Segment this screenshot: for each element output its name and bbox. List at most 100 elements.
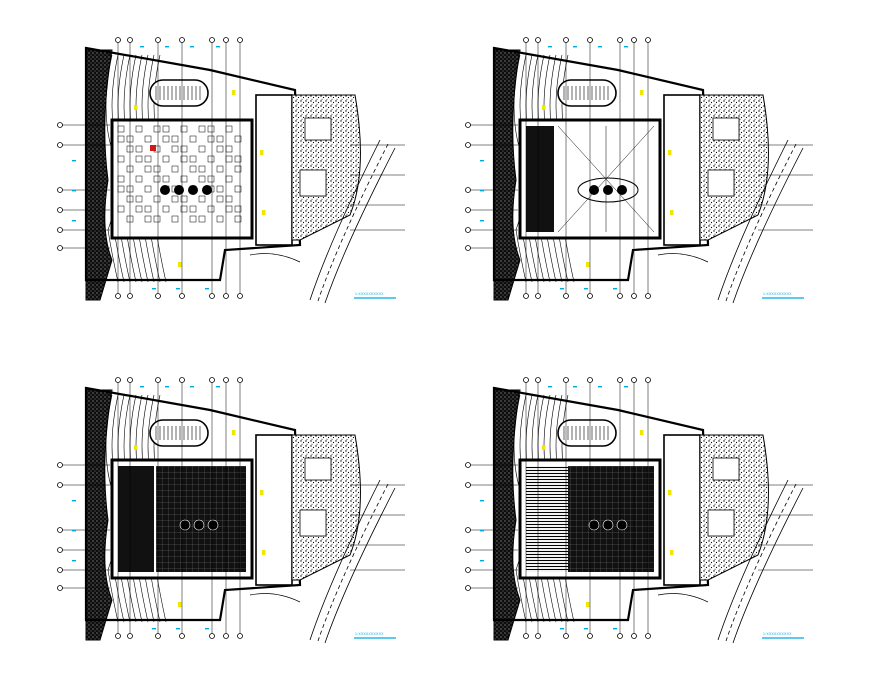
grid-bubble [127, 633, 133, 639]
road [717, 479, 804, 644]
planter [712, 457, 740, 481]
roof-dome [179, 519, 191, 531]
dimension-grid [60, 380, 405, 636]
grid-bubble [57, 462, 63, 468]
grid-bubble [57, 142, 63, 148]
grid-bubble [465, 462, 471, 468]
service-block [118, 466, 154, 572]
stippled-plaza [291, 94, 361, 241]
grid-bubble [631, 293, 637, 299]
terrain-strip [85, 49, 113, 301]
dimension-ticks [480, 46, 628, 290]
grid-bubble [223, 633, 229, 639]
grid-bubble [465, 547, 471, 553]
round-table [188, 185, 198, 195]
round-table [202, 185, 212, 195]
grid-bubble [237, 37, 243, 43]
grid-bubble [523, 633, 529, 639]
parking-loop [149, 79, 209, 107]
grid-bubble [209, 37, 215, 43]
stippled-plaza [291, 434, 361, 581]
interior-furniture [117, 125, 242, 223]
grid-bubble [115, 633, 121, 639]
red-marker [150, 145, 156, 151]
grid-bubble [645, 37, 651, 43]
grid-bubble [155, 633, 161, 639]
grid-bubble [127, 293, 133, 299]
grid-bubble [237, 377, 243, 383]
highlight-marks [542, 90, 674, 267]
round-table [603, 185, 613, 195]
grid-bubble [465, 142, 471, 148]
planter [299, 509, 327, 537]
grid-bubble [57, 527, 63, 533]
site-boundary [492, 46, 710, 282]
planter [707, 509, 735, 537]
parking-stalls [563, 426, 609, 440]
grid-bubble [179, 293, 185, 299]
planter [707, 169, 735, 197]
grid-bubble [617, 293, 623, 299]
round-table [617, 185, 627, 195]
round-table [160, 185, 170, 195]
grid-bubble [465, 207, 471, 213]
dimension-grid [468, 40, 813, 296]
road [309, 479, 396, 644]
dimension-ticks [72, 46, 220, 290]
grid-bubble [57, 187, 63, 193]
terrain-strip [493, 49, 521, 301]
plan-scale-label: 1:XXXXXXXXXX [763, 632, 792, 636]
grid-bubble [179, 377, 185, 383]
grid-bubble [645, 293, 651, 299]
site-plan-4 [465, 377, 813, 644]
grid-bubble [127, 377, 133, 383]
grid-bubble [535, 633, 541, 639]
grid-bubble [179, 633, 185, 639]
grid-bubble [465, 482, 471, 488]
grid-bubble [563, 293, 569, 299]
site-plan-3 [57, 377, 405, 644]
grid-bubble [617, 377, 623, 383]
parking-loop [557, 79, 617, 107]
grid-bubble [57, 122, 63, 128]
round-table [589, 185, 599, 195]
plan-scale-label: 1:XXXXXXXXXX [355, 292, 384, 296]
road [717, 139, 804, 304]
site-plan-1 [57, 37, 405, 304]
highlight-marks [542, 430, 674, 607]
dimension-grid [60, 40, 405, 296]
parking-loop [149, 419, 209, 447]
hall-ellipse [577, 177, 639, 203]
roof-grid [568, 466, 654, 572]
path-curve [249, 253, 301, 263]
parking-loop [557, 419, 617, 447]
grid-bubble [465, 187, 471, 193]
east-wing [663, 94, 701, 246]
roof-hatched [526, 466, 568, 572]
grid-bubble [155, 293, 161, 299]
service-block [526, 126, 554, 232]
grid-bubble [535, 377, 541, 383]
dimension-grid [468, 380, 813, 636]
grid-bubble [631, 633, 637, 639]
plan-scale-label: 1:XXXXXXXXXX [355, 632, 384, 636]
plan-scale-label: 1:XXXXXXXXXX [763, 292, 792, 296]
grid-bubble [631, 377, 637, 383]
east-wing [255, 434, 293, 586]
grid-bubble [631, 37, 637, 43]
grid-bubble [223, 293, 229, 299]
grid-bubble [209, 293, 215, 299]
grid-bubble [57, 567, 63, 573]
grid-bubble [535, 293, 541, 299]
grid-bubble [587, 377, 593, 383]
grid-bubble [57, 585, 63, 591]
stippled-plaza [699, 94, 769, 241]
planter [299, 169, 327, 197]
east-wing [255, 94, 293, 246]
grid-bubble [523, 37, 529, 43]
highlight-marks [134, 430, 266, 607]
roof-dome [588, 519, 600, 531]
planter [304, 117, 332, 141]
grid-bubble [57, 482, 63, 488]
